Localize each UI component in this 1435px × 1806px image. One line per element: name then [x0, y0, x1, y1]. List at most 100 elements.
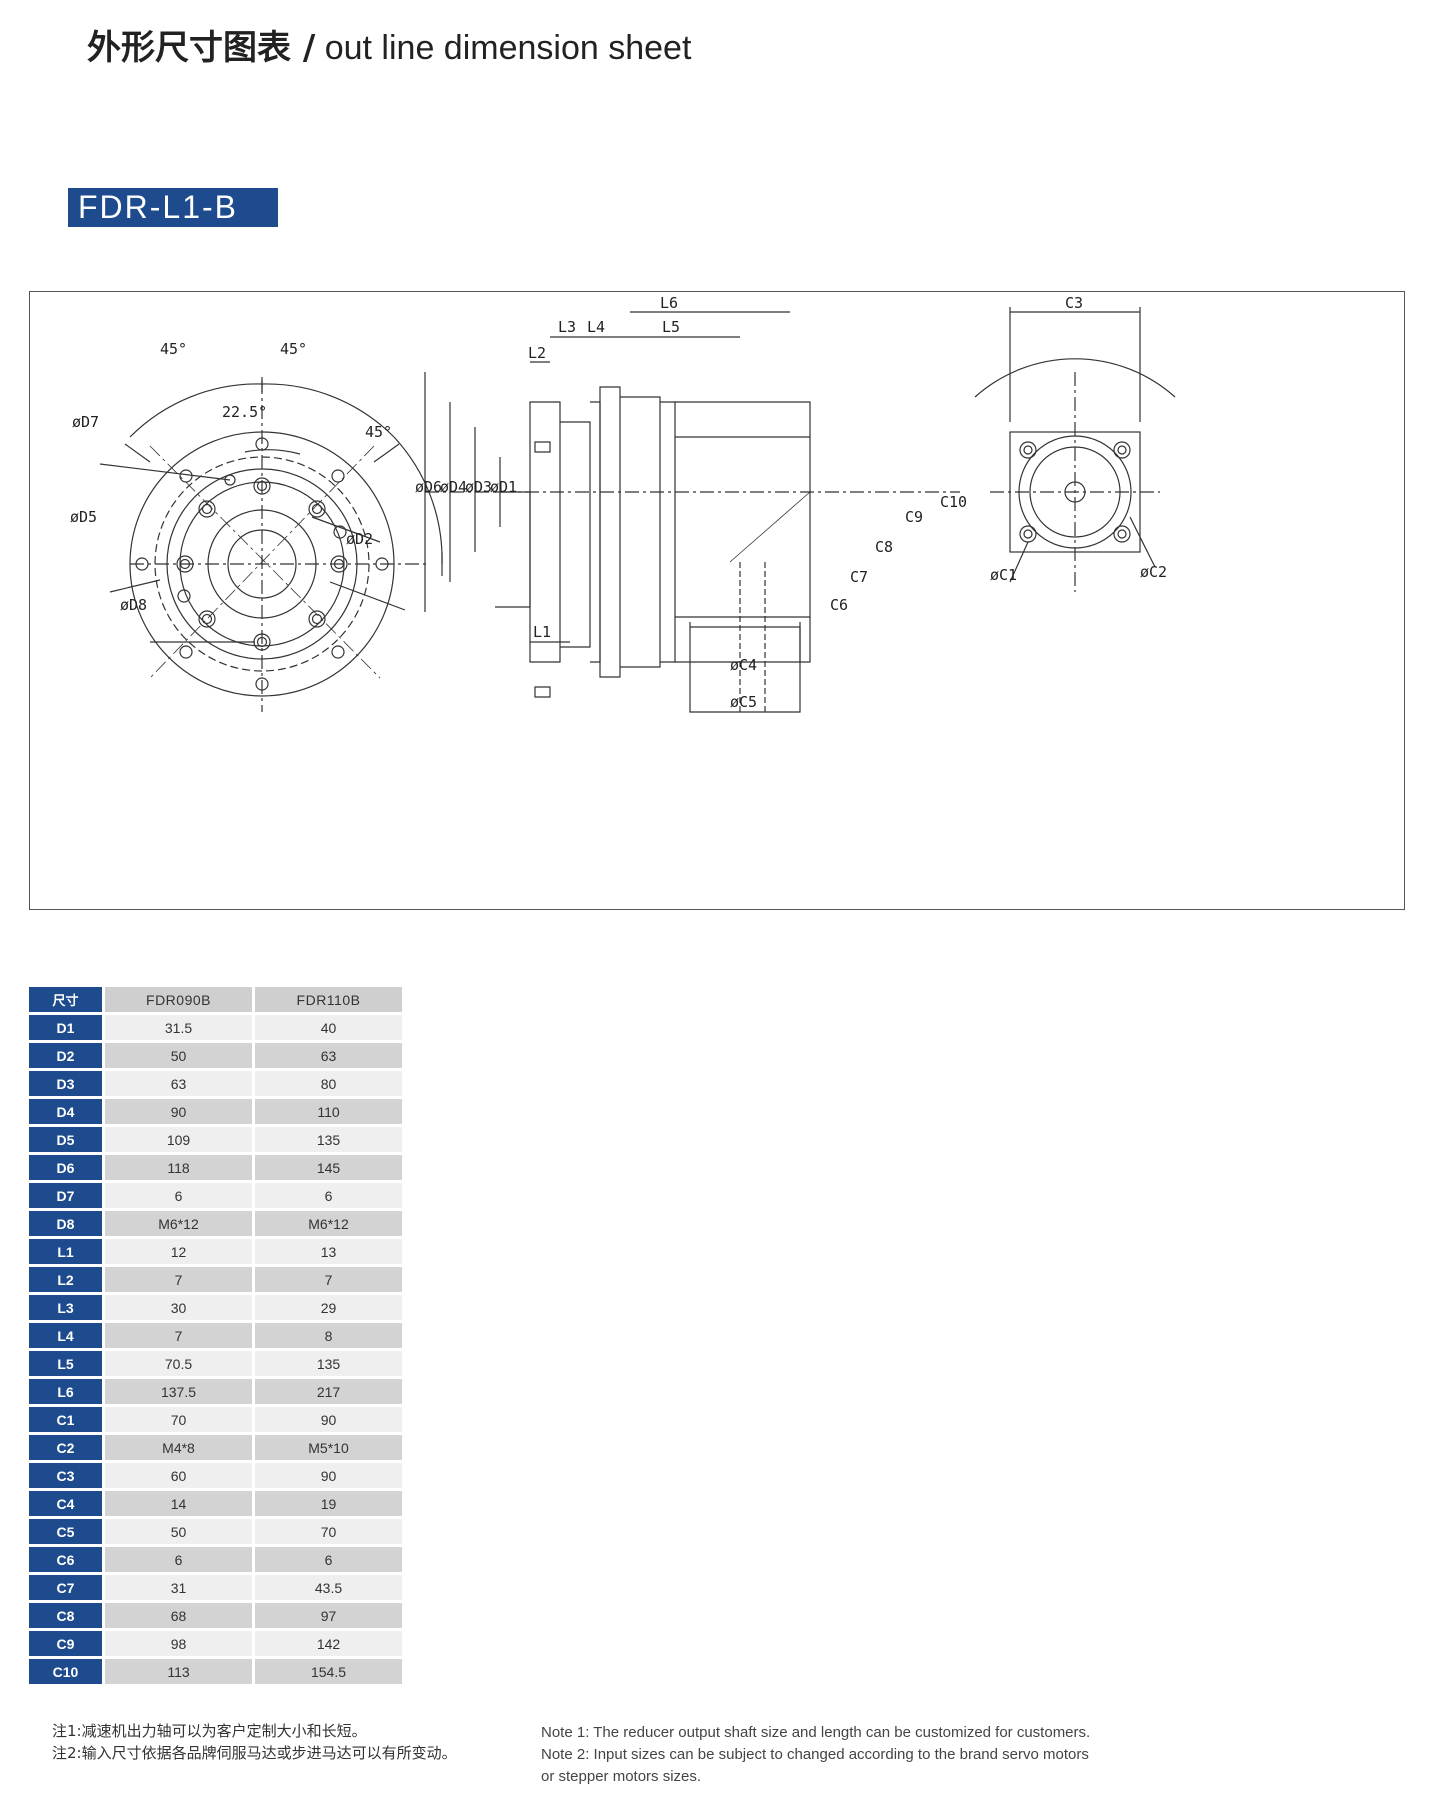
label-d5: øD5 [70, 508, 97, 526]
fdr110b-value-cell: 19 [255, 1491, 402, 1516]
label-l1: L1 [533, 623, 551, 641]
fdr110b-value-cell: 90 [255, 1407, 402, 1432]
dimension-key-cell: C1 [29, 1407, 102, 1432]
dimension-key-cell: C7 [29, 1575, 102, 1600]
fdr110b-value-cell: 97 [255, 1603, 402, 1628]
fdr090b-value-cell: 7 [105, 1267, 252, 1292]
dimension-key-cell: L2 [29, 1267, 102, 1292]
fdr090b-value-cell: 137.5 [105, 1379, 252, 1404]
fdr090b-value-cell: 6 [105, 1183, 252, 1208]
page-title-zh: 外形尺寸图表 / [87, 28, 316, 68]
label-d8: øD8 [120, 596, 147, 614]
fdr110b-value-cell: 70 [255, 1519, 402, 1544]
dimension-key-cell: D6 [29, 1155, 102, 1180]
fdr090b-value-cell: 118 [105, 1155, 252, 1180]
fdr110b-value-cell: 154.5 [255, 1659, 402, 1684]
fdr090b-value-cell: 70.5 [105, 1351, 252, 1376]
label-angle-45-side: 45° [365, 423, 392, 441]
fdr110b-value-cell: 6 [255, 1547, 402, 1572]
side-view [424, 311, 960, 713]
fdr090b-value-cell: 14 [105, 1491, 252, 1516]
fdr110b-value-cell: 43.5 [255, 1575, 402, 1600]
page-title-en: out line dimension sheet [315, 29, 692, 67]
table-header-key: 尺寸 [29, 987, 102, 1012]
dimension-key-cell: L5 [29, 1351, 102, 1376]
fdr110b-value-cell: 29 [255, 1295, 402, 1320]
dimension-key-cell: D7 [29, 1183, 102, 1208]
fdr110b-value-cell: 6 [255, 1183, 402, 1208]
fdr110b-value-cell: 142 [255, 1631, 402, 1656]
fdr110b-value-cell: 90 [255, 1463, 402, 1488]
label-angle-45-right: 45° [280, 340, 307, 358]
label-l2: L2 [528, 344, 546, 362]
dimension-key-cell: D4 [29, 1099, 102, 1124]
fdr090b-value-cell: 98 [105, 1631, 252, 1656]
fdr110b-value-cell: 13 [255, 1239, 402, 1264]
label-c5: øC5 [730, 693, 757, 711]
note-zh-1: 注1:减速机出力轴可以为客户定制大小和长短。 [52, 1722, 367, 1740]
fdr090b-value-cell: 50 [105, 1519, 252, 1544]
label-l5: L5 [662, 318, 680, 336]
label-c1: øC1 [990, 566, 1017, 584]
dimension-key-cell: L6 [29, 1379, 102, 1404]
fdr110b-value-cell: 110 [255, 1099, 402, 1124]
fdr110b-value-cell: 145 [255, 1155, 402, 1180]
dimension-key-cell: L1 [29, 1239, 102, 1264]
label-angle-22: 22.5° [222, 403, 267, 421]
fdr110b-value-cell: 135 [255, 1351, 402, 1376]
dimension-key-cell: D5 [29, 1127, 102, 1152]
dimension-key-cell: C9 [29, 1631, 102, 1656]
fdr090b-value-cell: 70 [105, 1407, 252, 1432]
dimension-key-cell: D8 [29, 1211, 102, 1236]
fdr090b-value-cell: 63 [105, 1071, 252, 1096]
dimension-key-cell: L3 [29, 1295, 102, 1320]
notes-en: Note 1: The reducer output shaft size an… [541, 1722, 1121, 1788]
dimension-key-cell: D2 [29, 1043, 102, 1068]
note-zh-2: 注2:输入尺寸依据各品牌伺服马达或步进马达可以有所变动。 [52, 1744, 457, 1762]
dimension-key-cell: C8 [29, 1603, 102, 1628]
label-c8: C8 [875, 538, 893, 556]
fdr090b-value-cell: 30 [105, 1295, 252, 1320]
label-l6: L6 [660, 294, 678, 312]
fdr090b-value-cell: 31.5 [105, 1015, 252, 1040]
fdr090b-value-cell: 6 [105, 1547, 252, 1572]
fdr110b-value-cell: M6*12 [255, 1211, 402, 1236]
fdr110b-value-cell: 63 [255, 1043, 402, 1068]
dimension-key-cell: C10 [29, 1659, 102, 1684]
table-header-fdr090b: FDR090B [105, 987, 252, 1012]
note-en-2: Note 2: Input sizes can be subject to ch… [541, 1746, 1089, 1763]
fdr110b-value-cell: 7 [255, 1267, 402, 1292]
fdr110b-value-cell: 80 [255, 1071, 402, 1096]
dimension-key-cell: C6 [29, 1547, 102, 1572]
dimension-key-cell: L4 [29, 1323, 102, 1348]
note-en-3: or stepper motors sizes. [541, 1768, 702, 1785]
fdr090b-value-cell: 68 [105, 1603, 252, 1628]
fdr090b-value-cell: 90 [105, 1099, 252, 1124]
dimension-key-cell: D1 [29, 1015, 102, 1040]
fdr090b-value-cell: M6*12 [105, 1211, 252, 1236]
note-en-1: Note 1: The reducer output shaft size an… [541, 1724, 1091, 1741]
fdr090b-value-cell: 12 [105, 1239, 252, 1264]
fdr110b-value-cell: 40 [255, 1015, 402, 1040]
label-d3: øD3 [465, 478, 492, 496]
fdr110b-value-cell: 8 [255, 1323, 402, 1348]
label-c3: C3 [1065, 294, 1083, 312]
